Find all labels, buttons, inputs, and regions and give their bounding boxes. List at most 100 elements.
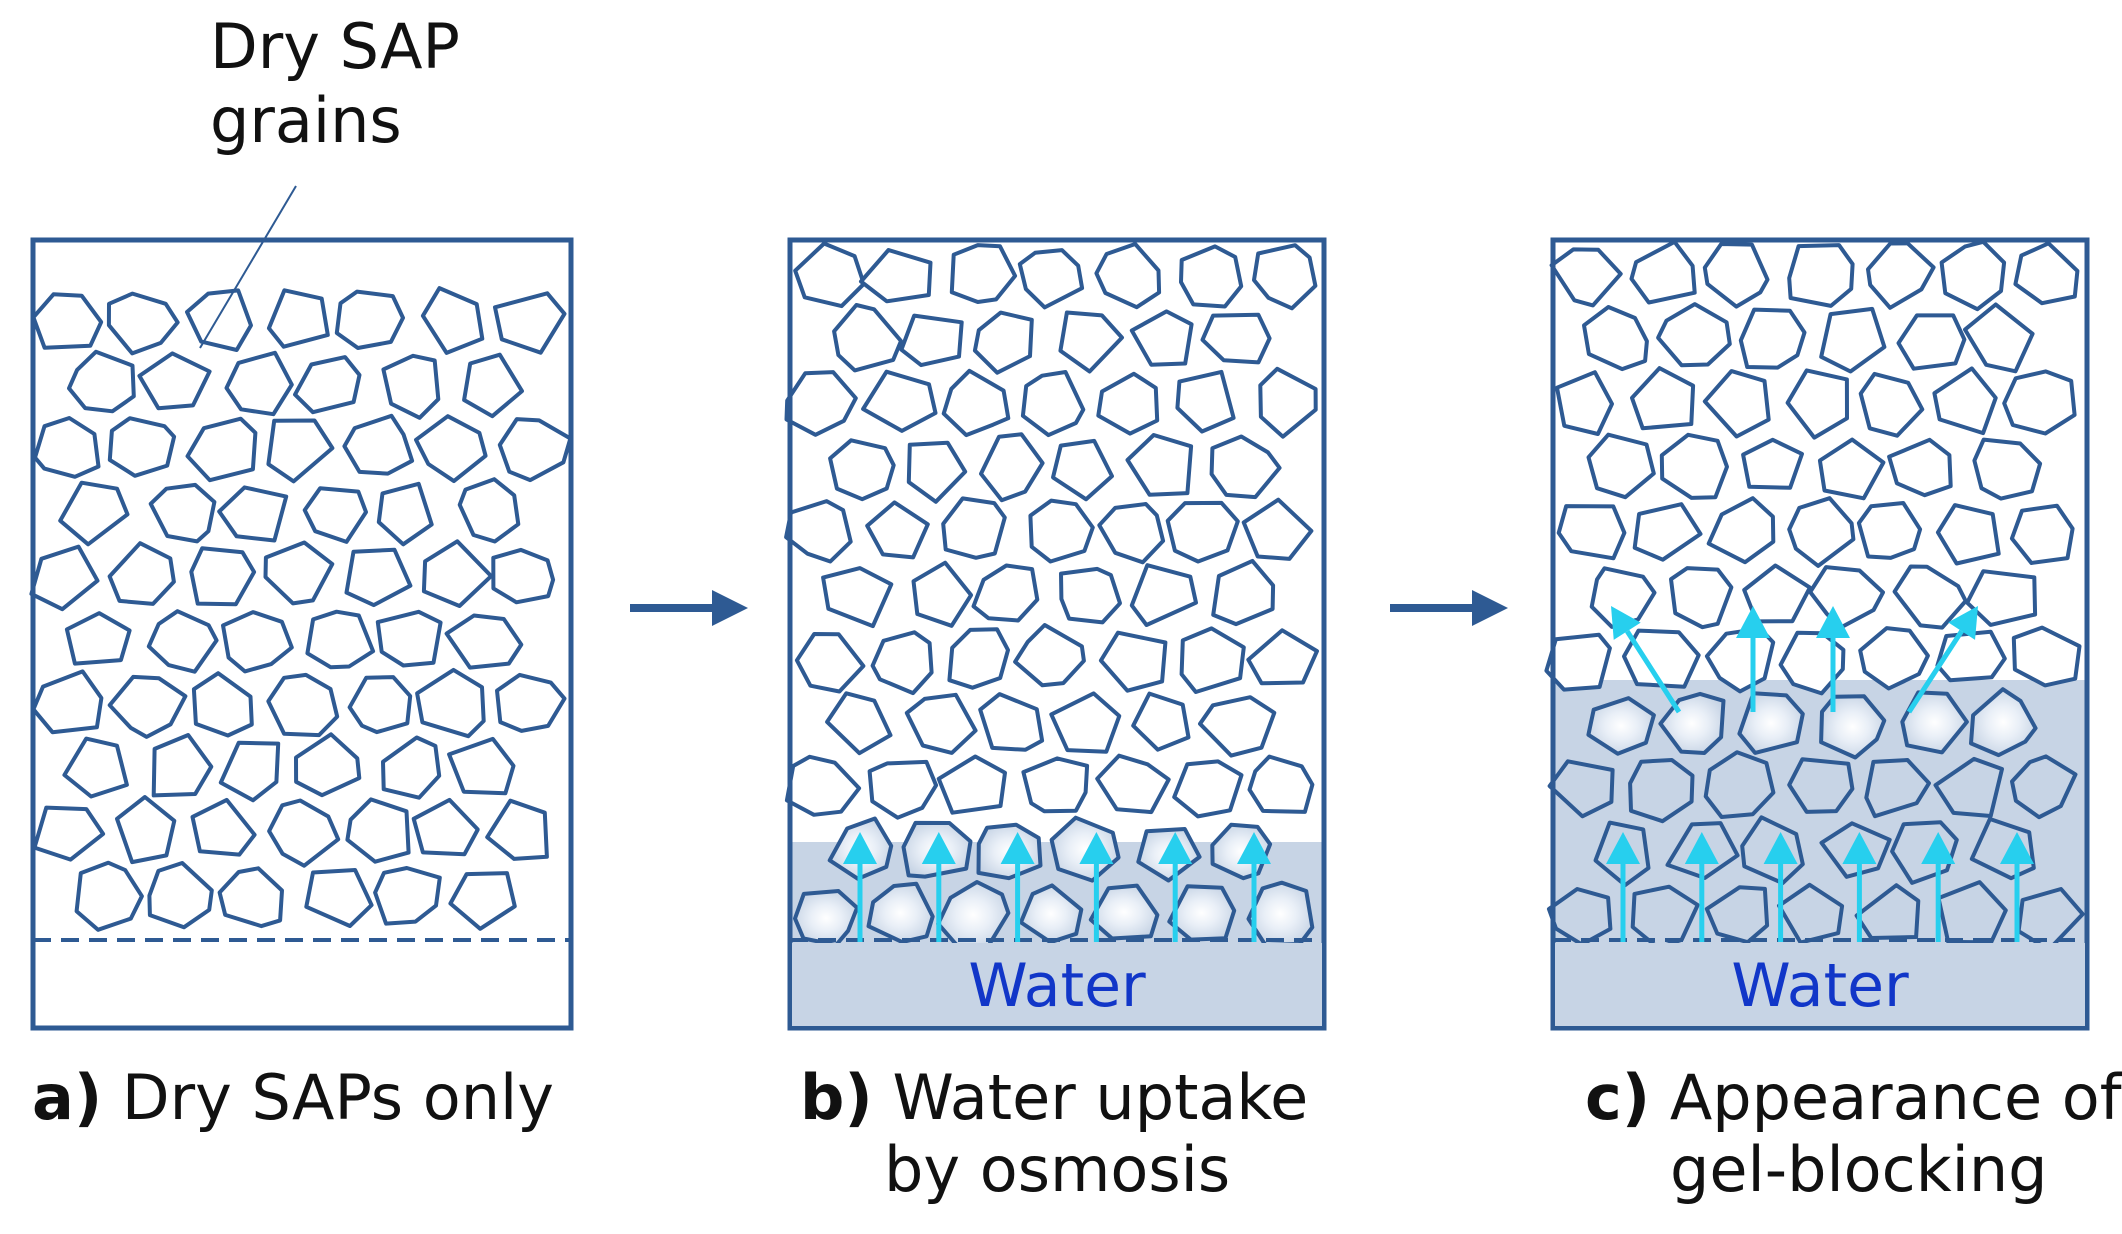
dry-grain [224,350,294,417]
dry-grain [1892,564,1968,630]
swollen-grain [1969,687,2038,758]
panel-a [29,237,574,1031]
gel-grain [1787,757,1855,814]
dry-grain [217,866,284,929]
dry-grain [33,416,101,479]
dry-grain [1247,754,1315,814]
dry-grain [373,866,442,926]
dry-grain [1241,497,1314,561]
dry-grain [462,352,524,419]
dry-grain [867,759,939,820]
dry-grain [266,672,340,738]
dry-grain [1017,248,1085,310]
container-frame-a [30,237,574,1031]
dry-grain [147,861,214,930]
water-arrows-c [1606,832,2034,942]
dry-grain [267,798,341,868]
dry-grain [1172,759,1244,819]
dry-grain [31,292,104,350]
dry-grain [185,416,258,483]
dry-grain [1741,437,1804,490]
dry-grain [62,736,129,799]
dry-grain [832,303,903,373]
dry-grain [375,609,443,668]
dry-grain [906,440,968,504]
dry-grain [949,243,1018,304]
dry-grain [1179,626,1246,694]
dry-grain [376,481,434,547]
gel-grain [1628,758,1695,824]
dry-grain [1544,632,1612,692]
process-arrow-a-to-b-head [712,590,748,626]
gel-grain [1704,885,1770,945]
dry-grain [1252,243,1318,311]
water-label-c: Water [1731,951,1909,1021]
dry-grain [1582,305,1649,372]
gel-grain [1777,882,1845,945]
swollen-grain [1586,696,1656,756]
dry-grain [2013,241,2080,306]
dry-grain [1094,242,1162,310]
dry-grain [1211,558,1276,627]
dry-grain [448,871,517,931]
dry-grain [972,310,1034,375]
swollen-grain [1737,691,1805,755]
dry-grain [859,248,933,304]
dry-grain [1965,569,2038,627]
dry-grain [1932,366,1998,436]
dry-grain [1817,437,1886,501]
gel-blocking-arrows [1611,606,1978,714]
dry-grain [32,805,106,862]
gel-grain [1936,880,2008,945]
dry-grain [1632,502,1703,562]
container-frame-b [787,237,1327,1031]
dry-grain [2002,369,2077,436]
water-reservoir-c [1555,943,2085,1026]
water-arrows-b [843,832,1271,942]
caption-c-letter: c) [1585,1061,1651,1134]
dry-grain [1630,366,1696,431]
dry-grain [1246,628,1319,686]
caption-b-line-1: Water uptake [892,1061,1309,1134]
dry-grain [899,313,964,368]
container-frame-c [1550,237,2090,1031]
dry-grain [1058,310,1124,374]
dry-grain [107,541,176,606]
dry-grain [1586,432,1656,500]
dry-grain [420,286,485,355]
dry-grain [936,754,1007,815]
dry-grain [345,797,411,864]
dry-grain [825,691,893,756]
gel-grain [1703,750,1776,819]
dry-grain [457,477,521,544]
caption-panel-b: b) Water uptake by osmosis [800,1062,1308,1206]
dry-grain [1972,437,2043,501]
dry-grain [1028,498,1095,564]
water-arrow-head [1079,832,1114,864]
dry-grain [1555,370,1614,436]
dry-grain [421,539,494,608]
dry-grain [828,438,896,502]
dry-grain [1059,566,1122,625]
dry-grain [148,482,217,544]
dry-grain [221,610,294,674]
dry-grain [217,485,289,543]
panel-c: Water [1544,237,2090,1031]
dry-grain [1097,502,1166,565]
water-arrow-head [921,832,956,864]
dry-grain [146,609,219,674]
dry-grain [1702,369,1771,439]
diverging-arrow-head [1948,606,1978,640]
dry-grain [1096,371,1160,436]
dry-grain [784,499,853,564]
dry-grain [971,563,1040,623]
dry-grain [793,241,866,309]
dry-grain [1125,433,1194,497]
dry-grain [191,671,254,738]
dry-grain [305,609,376,670]
water-arrow-head [1237,832,1271,864]
swollen-grain [1088,883,1160,941]
dry-grain [266,418,335,484]
dry-grain [1858,626,1930,691]
dry-grain [1200,312,1272,365]
